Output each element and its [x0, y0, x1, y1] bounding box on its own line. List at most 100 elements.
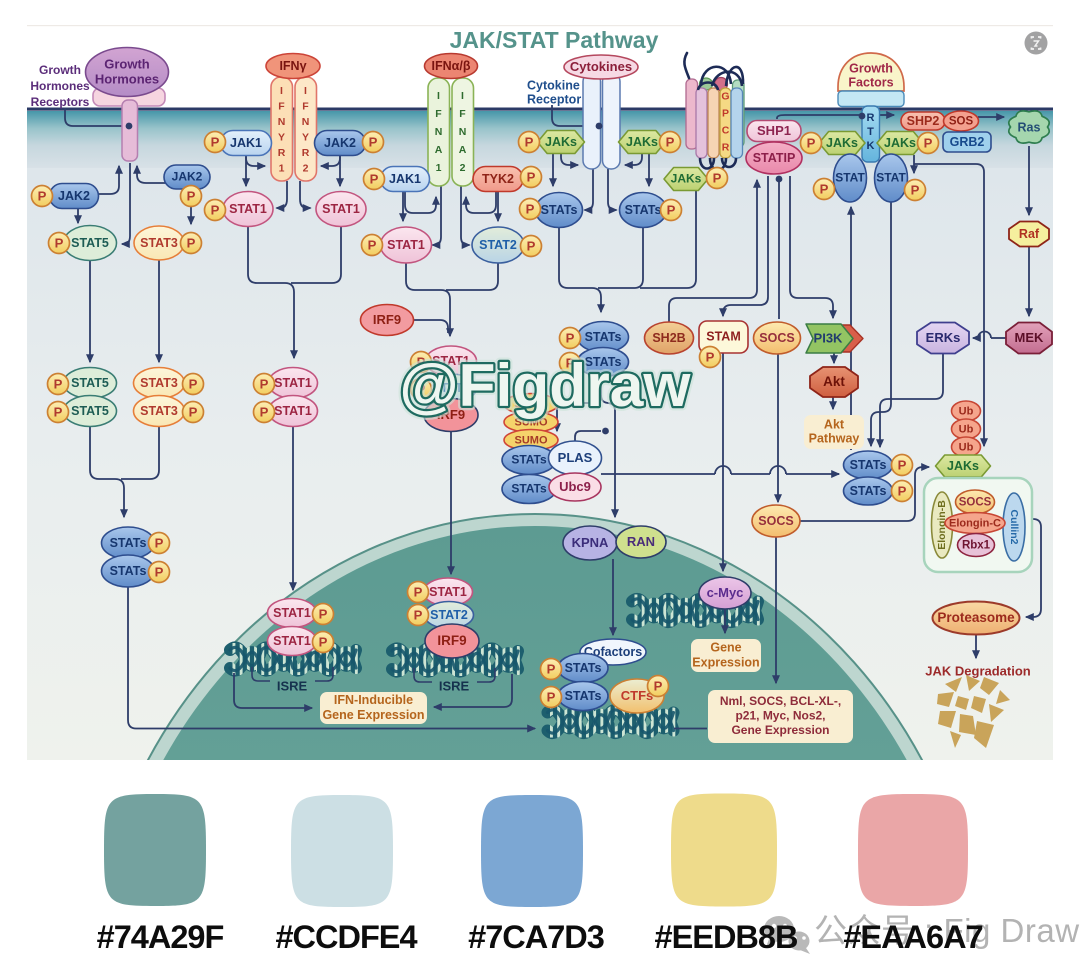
svg-text:R: R [722, 141, 730, 153]
svg-text:P: P [566, 330, 575, 345]
svg-text:I: I [437, 90, 440, 102]
svg-text:#EEDB8B: #EEDB8B [655, 919, 798, 955]
svg-text:@Figdraw: @Figdraw [400, 351, 692, 419]
svg-text:JAK1: JAK1 [230, 136, 262, 150]
svg-text:STAT1: STAT1 [322, 202, 360, 216]
svg-text:CTFs: CTFs [621, 688, 654, 703]
svg-text:P: P [187, 235, 196, 250]
svg-text:Growth: Growth [104, 56, 150, 71]
svg-text:N: N [435, 126, 443, 138]
svg-text:P: P [924, 135, 933, 150]
svg-text:JAKs: JAKs [947, 459, 979, 473]
svg-text:R: R [867, 112, 875, 124]
svg-text:JAK1: JAK1 [389, 172, 421, 186]
svg-text:IRF9: IRF9 [437, 407, 465, 422]
svg-text:STAT2: STAT2 [432, 381, 470, 395]
svg-text:公众号 : Fig Draw: 公众号 : Fig Draw [814, 912, 1080, 949]
svg-text:Raf: Raf [1019, 227, 1040, 241]
svg-text:F: F [459, 108, 466, 120]
svg-text:STATs: STATs [541, 203, 578, 217]
svg-text:P: P [54, 376, 63, 391]
svg-text:STAT: STAT [835, 171, 865, 185]
svg-text:Cofactors: Cofactors [584, 645, 642, 659]
svg-text:GRB2: GRB2 [950, 135, 985, 149]
svg-text:P: P [319, 634, 328, 649]
svg-text:IFNγ: IFNγ [279, 59, 306, 73]
svg-text:N: N [302, 116, 310, 128]
svg-text:P: P [414, 584, 423, 599]
svg-text:Cytokines: Cytokines [570, 59, 632, 74]
svg-text:PI3K: PI3K [814, 330, 844, 345]
svg-text:#EAA6A7: #EAA6A7 [843, 919, 982, 955]
svg-text:JAKs: JAKs [545, 135, 577, 149]
svg-text:STAT2: STAT2 [479, 238, 517, 252]
svg-text:JAK2: JAK2 [172, 170, 203, 184]
svg-text:STAT1: STAT1 [229, 202, 267, 216]
svg-text:P: P [547, 689, 556, 704]
svg-text:IFNα/β: IFNα/β [432, 59, 471, 73]
svg-text:P: P [713, 170, 722, 185]
svg-text:P: P [566, 355, 575, 370]
svg-text:JAK Degradation: JAK Degradation [925, 663, 1031, 678]
svg-text:STAT5: STAT5 [71, 376, 109, 390]
svg-text:STATs: STATs [565, 661, 602, 675]
svg-text:Y: Y [278, 132, 285, 144]
svg-text:1: 1 [279, 163, 285, 175]
svg-text:P: P [547, 661, 556, 676]
svg-text:ERKs: ERKs [926, 330, 961, 345]
svg-text:G: G [721, 90, 729, 102]
svg-text:Receptor: Receptor [527, 92, 581, 106]
svg-text:I: I [461, 90, 464, 102]
svg-text:STAT1: STAT1 [432, 354, 470, 368]
svg-text:c-Myc: c-Myc [707, 585, 744, 600]
svg-text:P: P [155, 535, 164, 550]
svg-text:P: P [417, 354, 426, 369]
svg-text:PLAS: PLAS [558, 450, 593, 465]
svg-text:STAT3: STAT3 [140, 376, 178, 390]
svg-text:P: P [211, 202, 220, 217]
svg-text:MEK: MEK [1015, 330, 1045, 345]
svg-text:STAT3: STAT3 [140, 404, 178, 418]
svg-text:Growth: Growth [849, 61, 893, 75]
svg-text:P: P [414, 607, 423, 622]
svg-text:K: K [867, 140, 875, 152]
svg-text:P: P [38, 188, 47, 203]
svg-text:Gene Expression: Gene Expression [731, 723, 829, 737]
svg-text:STATs: STATs [850, 458, 887, 472]
svg-text:2: 2 [303, 163, 309, 175]
svg-text:Hormones: Hormones [95, 71, 159, 86]
svg-text:P: P [260, 404, 269, 419]
svg-text:P: P [189, 404, 198, 419]
svg-text:F: F [302, 101, 309, 113]
svg-text:JAK2: JAK2 [324, 136, 356, 150]
svg-text:P: P [319, 606, 328, 621]
svg-text:P: P [370, 171, 379, 186]
svg-text:STATs: STATs [585, 355, 622, 369]
svg-text:Elongin-B: Elongin-B [936, 500, 948, 550]
svg-text:SUMO: SUMO [515, 398, 548, 410]
svg-text:P: P [667, 202, 676, 217]
svg-text:Y: Y [302, 132, 309, 144]
svg-text:P: P [260, 376, 269, 391]
svg-text:RAN: RAN [627, 534, 655, 549]
svg-text:P: P [898, 483, 907, 498]
svg-text:@Figdraw: @Figdraw [400, 351, 692, 419]
svg-text:STAT1: STAT1 [387, 238, 425, 252]
svg-text:P: P [155, 564, 164, 579]
svg-text:ISRE: ISRE [277, 678, 308, 693]
svg-text:R: R [278, 147, 286, 159]
svg-text:2: 2 [460, 162, 466, 174]
svg-text:p21, Myc, Nos2,: p21, Myc, Nos2, [735, 709, 825, 723]
svg-text:Proteasome: Proteasome [937, 610, 1015, 625]
svg-text:P: P [369, 134, 378, 149]
svg-text:P: P [55, 235, 64, 250]
svg-text:Factors: Factors [848, 75, 893, 89]
svg-text:IRF9: IRF9 [373, 312, 401, 327]
svg-text:SOCS: SOCS [959, 497, 992, 509]
svg-text:STATs: STATs [511, 482, 547, 496]
svg-text:JAKs: JAKs [826, 136, 858, 150]
svg-text:#7CA7D3: #7CA7D3 [468, 919, 604, 955]
svg-text:Gene Expression: Gene Expression [322, 708, 424, 722]
svg-text:STATs: STATs [625, 203, 662, 217]
svg-text:P: P [54, 404, 63, 419]
